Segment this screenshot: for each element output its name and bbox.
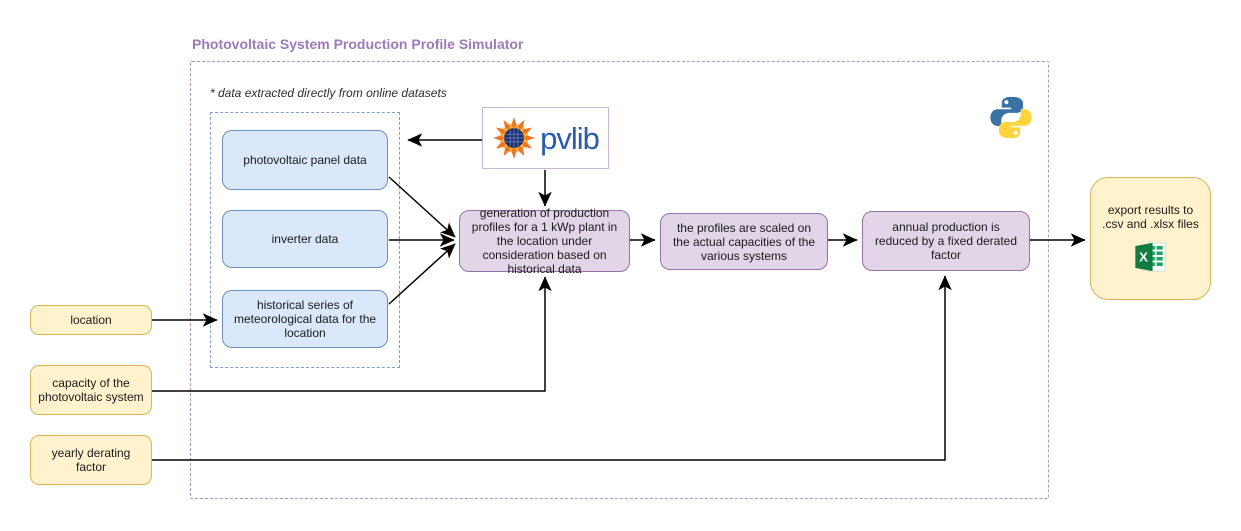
- node-input-location-label: location: [70, 313, 112, 327]
- diagram-title: Photovoltaic System Production Profile S…: [192, 36, 524, 52]
- node-generate-profiles: generation of production profiles for a …: [459, 206, 630, 276]
- node-input-location: location: [30, 305, 152, 335]
- pvlib-logo-text: pvlib: [540, 120, 600, 156]
- python-icon: [990, 96, 1032, 139]
- node-derate-production: annual production is reduced by a fixed …: [862, 211, 1030, 271]
- excel-icon: X: [1134, 242, 1165, 271]
- node-panel-data: photovoltaic panel data: [222, 130, 388, 190]
- node-panel-data-label: photovoltaic panel data: [243, 153, 367, 167]
- node-export-results: export results to .csv and .xlsx files X: [1090, 177, 1211, 300]
- node-input-capacity: capacity of the photovoltaic system: [30, 365, 152, 415]
- node-generate-profiles-label: generation of production profiles for a …: [471, 206, 618, 276]
- excel-icon-letter: X: [1139, 249, 1148, 264]
- node-weather-data: historical series of meteorological data…: [222, 290, 388, 348]
- node-weather-data-label: historical series of meteorological data…: [233, 298, 377, 340]
- datasets-note: * data extracted directly from online da…: [210, 86, 447, 100]
- pvlib-logo-box: pvlib: [482, 107, 609, 169]
- node-inverter-data-label: inverter data: [271, 232, 339, 246]
- node-scale-profiles-label: the profiles are scaled on the actual ca…: [672, 220, 816, 263]
- node-input-derating-label: yearly derating factor: [51, 446, 131, 474]
- pvlib-sun-icon: [493, 117, 536, 159]
- node-export-results-label: export results to .csv and .xlsx files: [1102, 202, 1199, 231]
- node-input-capacity-label: capacity of the photovoltaic system: [38, 376, 144, 404]
- node-inverter-data: inverter data: [222, 210, 388, 268]
- node-input-derating: yearly derating factor: [30, 435, 152, 485]
- node-derate-production-label: annual production is reduced by a fixed …: [874, 220, 1018, 262]
- node-scale-profiles: the profiles are scaled on the actual ca…: [660, 213, 828, 270]
